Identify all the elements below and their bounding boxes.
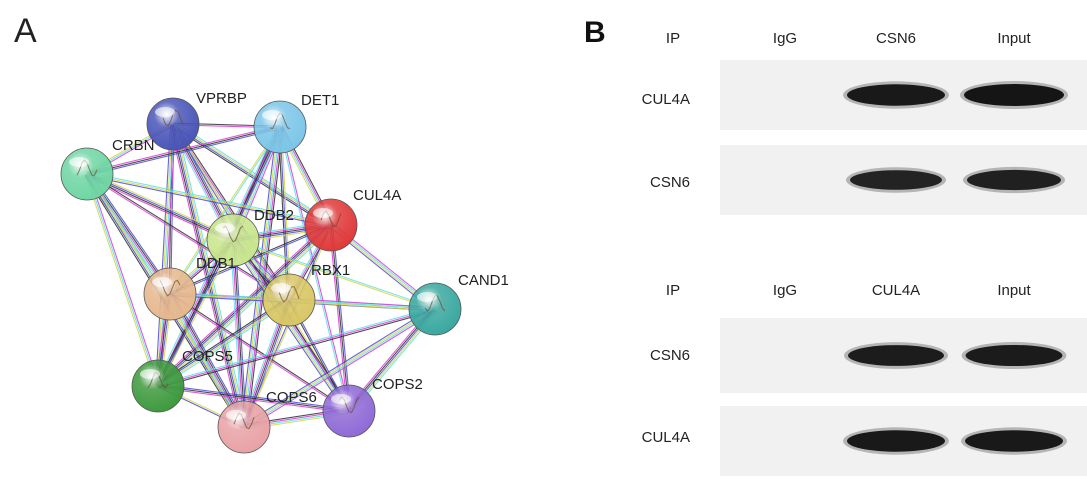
node-cops5 (131, 359, 185, 413)
blot2-header: IP IgG CUL4A Input (666, 282, 1032, 299)
edge-vprbp-cul4a (171, 121, 333, 228)
blot2-row1-band-1 (848, 345, 944, 366)
blot1-header-igg: IgG (773, 30, 797, 47)
blot2-header-igg: IgG (773, 282, 797, 299)
edge-det1-crbn (86, 124, 281, 177)
edge-cops5-cops2 (157, 383, 350, 414)
blot2-row2-membrane (720, 406, 1087, 476)
node-label-ddb2: DDB2 (254, 207, 294, 224)
node-vprbp (146, 97, 200, 151)
node-ddb1 (143, 267, 197, 321)
node-cul4a (304, 198, 358, 252)
edge-crbn-cops5 (84, 173, 161, 387)
blot1-row2-membrane (720, 145, 1087, 215)
panel-b: B IP IgG CSN6 Input CUL4A CSN6 IP IgG CU… (584, 16, 1087, 476)
node-ddb2 (206, 213, 260, 267)
node-label-ddb1: DDB1 (196, 255, 236, 272)
blot2-row2-label: CUL4A (642, 429, 690, 446)
panel-a-letter: A (14, 12, 37, 50)
edge-cand1-cops6 (242, 306, 437, 430)
blot2-header-cul4a: CUL4A (872, 282, 920, 299)
edge-ddb2-cand1 (232, 238, 436, 311)
blot1-header-csn6: CSN6 (876, 30, 916, 47)
blot1-header-input: Input (997, 30, 1031, 47)
node-label-cops6: COPS6 (266, 389, 317, 406)
edge-ddb2-cops5 (156, 239, 235, 387)
blot1-header: IP IgG CSN6 Input (666, 30, 1032, 47)
blot2-header-ip: IP (666, 282, 680, 299)
node-label-cul4a: CUL4A (353, 187, 401, 204)
node-crbn (60, 147, 114, 201)
blot1-header-ip: IP (666, 30, 680, 47)
blot2-header-input: Input (997, 282, 1031, 299)
edge-crbn-cul4a (86, 171, 332, 228)
node-label-det1: DET1 (301, 92, 339, 109)
blot1-row1-band-1 (847, 84, 945, 106)
edge-cul4a-cops5 (155, 222, 334, 389)
node-cand1 (408, 282, 462, 336)
edge-det1-ddb1 (168, 126, 282, 295)
blot2-row2-band-1 (847, 430, 945, 452)
blot1-row2-label: CSN6 (650, 174, 690, 191)
blot1-row2-band-2 (967, 169, 1061, 191)
blot2-row1-label: CSN6 (650, 347, 690, 364)
blot1-row1-band-2 (964, 84, 1064, 106)
node-label-cops5: COPS5 (182, 348, 233, 365)
blot2-row1-band-2 (965, 344, 1063, 367)
blot2-row1-membrane (720, 318, 1087, 393)
blot1-row1-label: CUL4A (642, 91, 690, 108)
node-label-cops2: COPS2 (372, 376, 423, 393)
edge-cul4a-cops2 (328, 224, 352, 412)
panel-b-letter: B (584, 16, 606, 49)
edge-cand1-cops5 (157, 306, 436, 389)
node-label-vprbp: VPRBP (196, 90, 247, 107)
node-label-rbx1: RBX1 (311, 262, 350, 279)
node-cops2 (322, 384, 376, 438)
node-label-cand1: CAND1 (458, 272, 509, 289)
node-rbx1 (262, 273, 316, 327)
network-nodes (60, 97, 462, 454)
node-cops6 (217, 400, 271, 454)
blot1-row2-band-1 (850, 170, 942, 190)
blot1-row1-membrane (720, 60, 1087, 130)
blot2-row2-band-2 (965, 430, 1063, 452)
edge-ddb1-cops2 (169, 292, 350, 413)
node-label-crbn: CRBN (112, 137, 155, 154)
node-det1 (253, 100, 307, 154)
